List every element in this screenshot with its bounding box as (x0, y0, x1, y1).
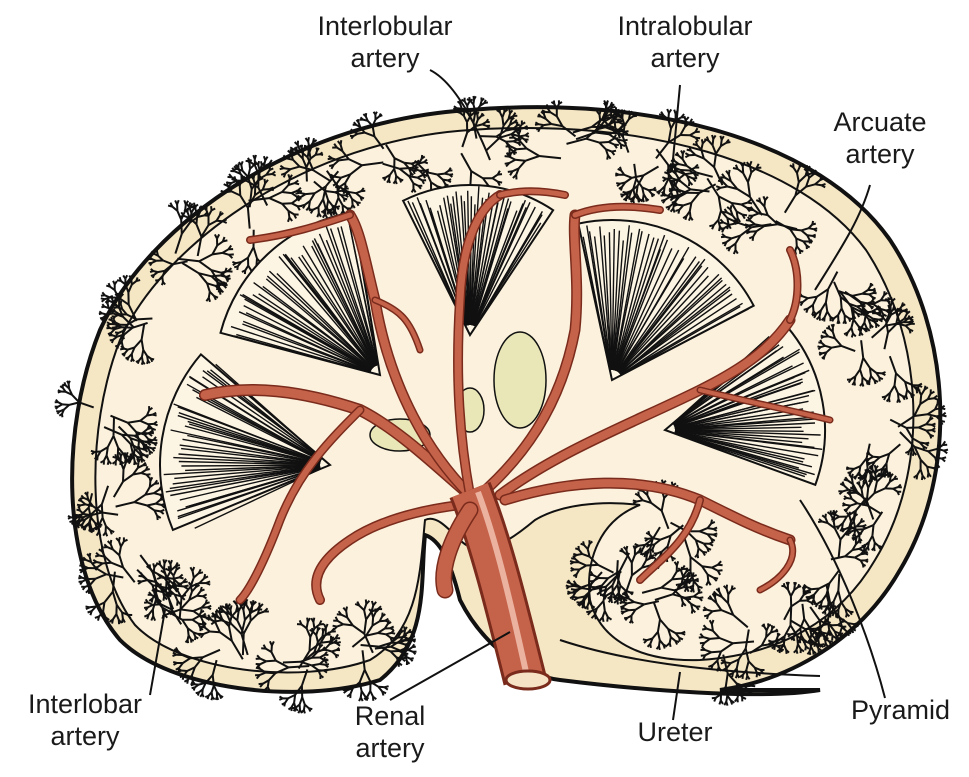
label-arcuate-artery: Arcuate artery (810, 106, 950, 170)
label-intralobular-artery: Intralobular artery (590, 10, 780, 74)
label-pyramid: Pyramid (832, 694, 969, 726)
label-ureter: Ureter (615, 716, 735, 748)
label-interlobar-artery: Interlobar artery (0, 688, 170, 752)
label-interlobular-artery: Interlobular artery (290, 10, 480, 74)
label-renal-artery: Renal artery (325, 700, 455, 764)
